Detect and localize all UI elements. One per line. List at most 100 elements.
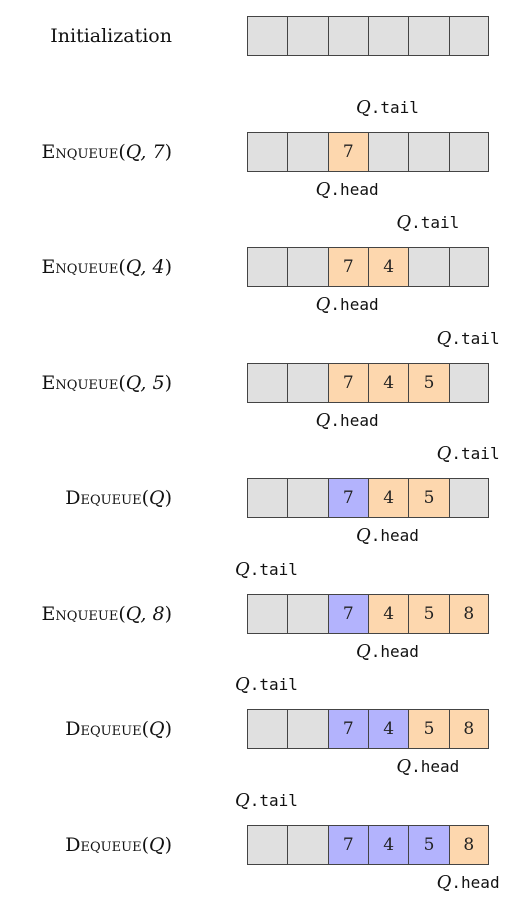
operation-args: Q, 5 xyxy=(125,371,165,394)
operation-args: Q, 7 xyxy=(125,140,165,163)
array-cell xyxy=(367,16,409,56)
head-pointer: Q.head xyxy=(356,526,419,546)
array-cell xyxy=(287,362,328,403)
operation-label: Dequeue(Q) xyxy=(65,487,172,509)
pointer-field-name: .head xyxy=(370,641,419,661)
operation-name: Dequeue xyxy=(65,487,142,509)
array-cell xyxy=(247,709,288,749)
array-cell: 5 xyxy=(408,593,449,634)
pointer-field-name: .tail xyxy=(370,97,419,117)
pointer-field-name: .tail xyxy=(451,328,500,348)
array-cell xyxy=(287,247,328,287)
array-cell xyxy=(287,131,328,172)
pointer-field-name: .head xyxy=(330,179,379,199)
pointer-field-name: .head xyxy=(451,872,500,892)
head-pointer: Q.head xyxy=(316,295,379,315)
array-cell xyxy=(247,593,288,634)
pointer-queue-name: Q xyxy=(315,294,331,315)
head-pointer: Q.head xyxy=(315,178,379,200)
array-cell xyxy=(287,478,328,518)
operation-args: Q xyxy=(149,718,165,740)
operation-args: Q xyxy=(149,833,165,856)
operation-args: Q, 4 xyxy=(125,256,165,278)
operation-label: Dequeue(Q) xyxy=(65,833,172,856)
pointer-field-name: .tail xyxy=(249,675,298,694)
pointer-queue-name: Q xyxy=(355,525,371,546)
array-cell xyxy=(247,131,288,172)
array-cell: 7 xyxy=(327,824,368,865)
operation-name: Enqueue xyxy=(41,602,119,625)
array-cell xyxy=(247,478,288,518)
pointer-field-name: .head xyxy=(330,410,379,430)
pointer-field-name: .tail xyxy=(249,559,298,579)
pointer-field-name: .head xyxy=(330,295,379,314)
queue-array xyxy=(247,16,489,56)
array-cell: 5 xyxy=(408,709,449,749)
tail-pointer: Q.tail xyxy=(396,213,459,233)
pointer-field-name: .tail xyxy=(411,213,460,232)
array-cell xyxy=(247,824,288,865)
pointer-queue-name: Q xyxy=(355,96,371,118)
array-cell xyxy=(287,593,328,634)
array-cell: 4 xyxy=(367,247,409,287)
operation-label: Enqueue(Q, 5) xyxy=(41,371,172,394)
array-cell xyxy=(448,247,489,287)
operation-label: Enqueue(Q, 7) xyxy=(41,140,172,163)
array-cell xyxy=(247,247,288,287)
array-cell: 7 xyxy=(327,131,368,172)
pointer-queue-name: Q xyxy=(315,178,331,200)
head-pointer: Q.head xyxy=(355,640,419,662)
array-cell: 8 xyxy=(448,593,489,634)
pointer-queue-name: Q xyxy=(396,756,412,777)
pointer-field-name: .tail xyxy=(249,790,298,810)
pointer-field-name: .head xyxy=(411,757,460,776)
pointer-field-name: .tail xyxy=(451,444,500,463)
head-pointer: Q.head xyxy=(396,757,459,777)
operation-name: Dequeue xyxy=(65,833,142,856)
array-cell xyxy=(448,16,489,56)
pointer-queue-name: Q xyxy=(355,640,371,662)
array-cell xyxy=(287,16,328,56)
pointer-queue-name: Q xyxy=(235,789,250,811)
operation-label: Initialization xyxy=(0,24,172,48)
pointer-queue-name: Q xyxy=(396,212,412,233)
array-cell xyxy=(367,131,409,172)
operation-name: Dequeue xyxy=(65,718,142,740)
array-cell xyxy=(287,709,328,749)
array-cell: 4 xyxy=(367,824,409,865)
array-cell xyxy=(408,16,449,56)
operation-args: Q xyxy=(149,487,165,509)
array-cell: 7 xyxy=(327,593,368,634)
tail-pointer: Q.tail xyxy=(437,444,500,464)
array-cell: 5 xyxy=(408,478,449,518)
array-cell xyxy=(448,362,489,403)
pointer-queue-name: Q xyxy=(436,327,452,349)
tail-pointer: Q.tail xyxy=(436,327,500,349)
operation-label: Enqueue(Q, 8) xyxy=(41,602,172,625)
operation-name: Enqueue xyxy=(41,256,119,278)
array-cell xyxy=(408,131,449,172)
operation-name: Enqueue xyxy=(41,140,119,163)
pointer-queue-name: Q xyxy=(235,558,250,580)
array-cell: 7 xyxy=(327,709,368,749)
array-cell xyxy=(408,247,449,287)
array-cell: 7 xyxy=(327,247,368,287)
operation-name: Initialization xyxy=(50,25,172,47)
pointer-queue-name: Q xyxy=(436,443,452,464)
array-cell: 4 xyxy=(367,362,409,403)
head-pointer: Q.head xyxy=(315,409,379,431)
queue-array: 7 xyxy=(247,131,489,172)
pointer-queue-name: Q xyxy=(315,409,331,431)
pointer-queue-name: Q xyxy=(235,674,250,695)
array-cell: 5 xyxy=(408,362,449,403)
array-cell: 7 xyxy=(327,362,368,403)
array-cell: 4 xyxy=(367,478,409,518)
array-cell: 4 xyxy=(367,593,409,634)
array-cell: 7 xyxy=(327,478,368,518)
